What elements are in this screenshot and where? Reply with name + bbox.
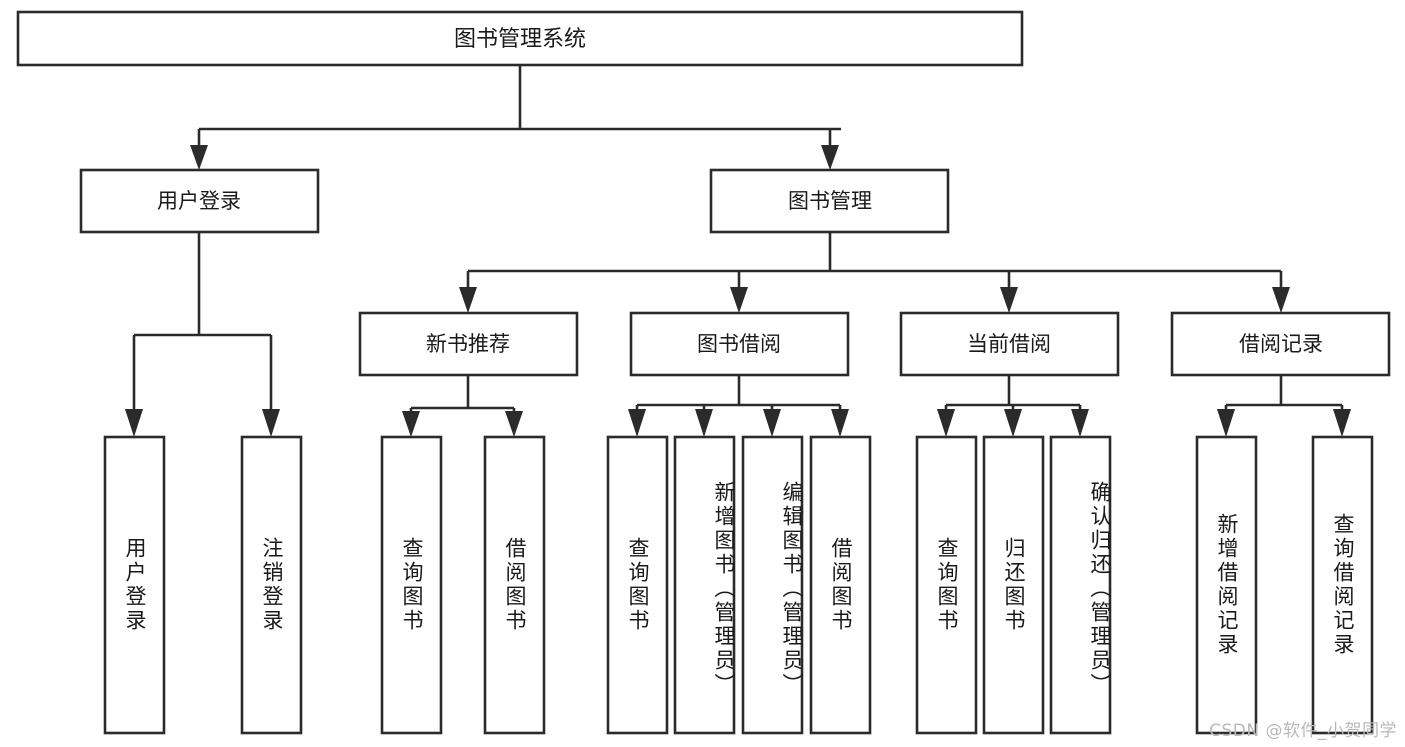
node-book-borrow-label: 图书借阅 <box>697 332 781 356</box>
connector-userlogin-to-leaves <box>125 232 280 437</box>
node-book-management-label: 图书管理 <box>788 189 872 213</box>
connector-currentborrow-to-leaves <box>937 375 1089 437</box>
node-leaf-bookborrow-add[interactable] <box>673 435 736 735</box>
node-user-login-label: 用户登录 <box>157 189 241 213</box>
node-leaf-newbook-query[interactable] <box>380 435 443 735</box>
node-leaf-currentborrow-confirm[interactable] <box>1049 435 1112 735</box>
node-leaf-borrowrecord-add[interactable] <box>1195 435 1258 735</box>
node-leaf-currentborrow-query[interactable] <box>915 435 978 735</box>
node-new-book-recommend[interactable]: 新书推荐 <box>358 311 579 377</box>
node-book-management[interactable]: 图书管理 <box>709 168 950 234</box>
node-book-borrow[interactable]: 图书借阅 <box>629 311 850 377</box>
connector-root-to-level2 <box>190 65 841 170</box>
csdn-watermark: CSDN @软件_小贺同学 <box>1209 721 1397 741</box>
node-root-book-management-system[interactable]: 图书管理系统 <box>16 10 1024 67</box>
connector-borrowrecord-to-leaves <box>1217 375 1351 437</box>
node-leaf-currentborrow-return[interactable] <box>982 435 1045 735</box>
node-borrow-record-label: 借阅记录 <box>1239 332 1323 356</box>
node-borrow-record[interactable]: 借阅记录 <box>1170 311 1391 377</box>
node-leaf-bookborrow-borrow[interactable] <box>809 435 872 735</box>
node-leaf-user-login-login[interactable] <box>103 435 166 735</box>
connector-bookmgmt-to-level3 <box>459 232 1290 313</box>
node-leaf-bookborrow-query[interactable] <box>606 435 669 735</box>
node-new-book-recommend-label: 新书推荐 <box>426 332 510 356</box>
node-current-borrow-label: 当前借阅 <box>967 332 1051 356</box>
connector-bookborrow-to-leaves <box>628 375 849 437</box>
node-root-label: 图书管理系统 <box>454 27 586 52</box>
node-leaf-bookborrow-edit[interactable] <box>741 435 804 735</box>
node-leaf-newbook-borrow[interactable] <box>483 435 546 735</box>
node-current-borrow[interactable]: 当前借阅 <box>899 311 1120 377</box>
node-leaf-user-login-logout[interactable] <box>240 435 303 735</box>
node-user-login[interactable]: 用户登录 <box>79 168 320 234</box>
node-leaf-borrowrecord-query[interactable] <box>1311 435 1374 735</box>
connector-newbook-to-leaves <box>402 375 523 437</box>
